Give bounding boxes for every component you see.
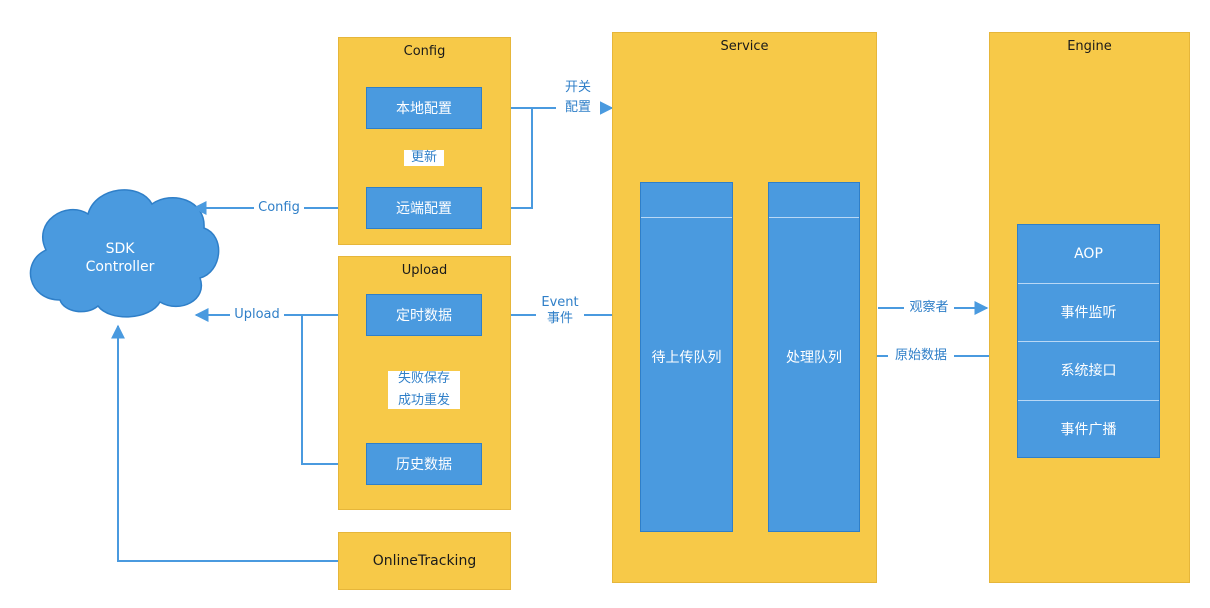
engine-title: Engine — [1067, 39, 1112, 54]
success-resend-text: 成功重发 — [397, 393, 450, 408]
sdk-controller-cloud — [29, 189, 220, 318]
event-en-text: Event — [541, 295, 579, 310]
engine-item-event-listener: 事件监听 — [1060, 305, 1117, 321]
engine-item-system-interface: 系统接口 — [1060, 363, 1117, 379]
edge-history-loop — [301, 314, 366, 465]
upload-edge-label: Upload — [230, 307, 284, 323]
sdk-controller-label: SDK Controller — [65, 240, 175, 276]
engine-item-event-broadcast: 事件广播 — [1060, 422, 1117, 438]
remote-config-node: 远端配置 — [366, 187, 482, 229]
engine-divider — [1018, 400, 1159, 401]
local-config-node: 本地配置 — [366, 87, 482, 129]
engine-divider — [1018, 341, 1159, 342]
queue-divider — [641, 217, 732, 218]
event-cn-text: 事件 — [546, 311, 573, 326]
online-tracking-node: OnlineTracking — [338, 532, 511, 590]
switch-text: 开关 — [564, 80, 591, 95]
history-data-node: 历史数据 — [366, 443, 482, 485]
engine-item-aop: AOP — [1074, 246, 1103, 262]
sdk-line1: SDK — [105, 241, 135, 257]
observer-label: 观察者 — [904, 300, 954, 316]
processing-queue: 处理队列 — [768, 182, 860, 532]
cloud-icon — [29, 189, 220, 318]
update-label: 更新 — [404, 150, 444, 166]
engine-divider — [1018, 283, 1159, 284]
service-title: Service — [720, 39, 769, 54]
sdk-line2: Controller — [85, 259, 155, 275]
processing-queue-label: 处理队列 — [786, 350, 842, 366]
switch-config-text: 配置 — [564, 100, 591, 115]
fail-save-label: 失败保存 成功重发 — [388, 371, 460, 409]
config-edge-label: Config — [254, 200, 304, 216]
scheduled-data-node: 定时数据 — [366, 294, 482, 336]
event-label: Event 事件 — [536, 295, 584, 327]
queue-divider — [769, 217, 859, 218]
config-title: Config — [403, 44, 446, 59]
pending-queue-label: 待上传队列 — [651, 350, 722, 366]
engine-list: AOP 事件监听 系统接口 事件广播 — [1017, 224, 1160, 458]
raw-data-label: 原始数据 — [888, 348, 954, 364]
fail-save-text: 失败保存 — [397, 371, 450, 386]
upload-title: Upload — [401, 263, 448, 278]
pending-upload-queue: 待上传队列 — [640, 182, 733, 532]
switch-label: 开关 配置 — [556, 80, 600, 116]
edge-online-tracking — [111, 324, 338, 562]
